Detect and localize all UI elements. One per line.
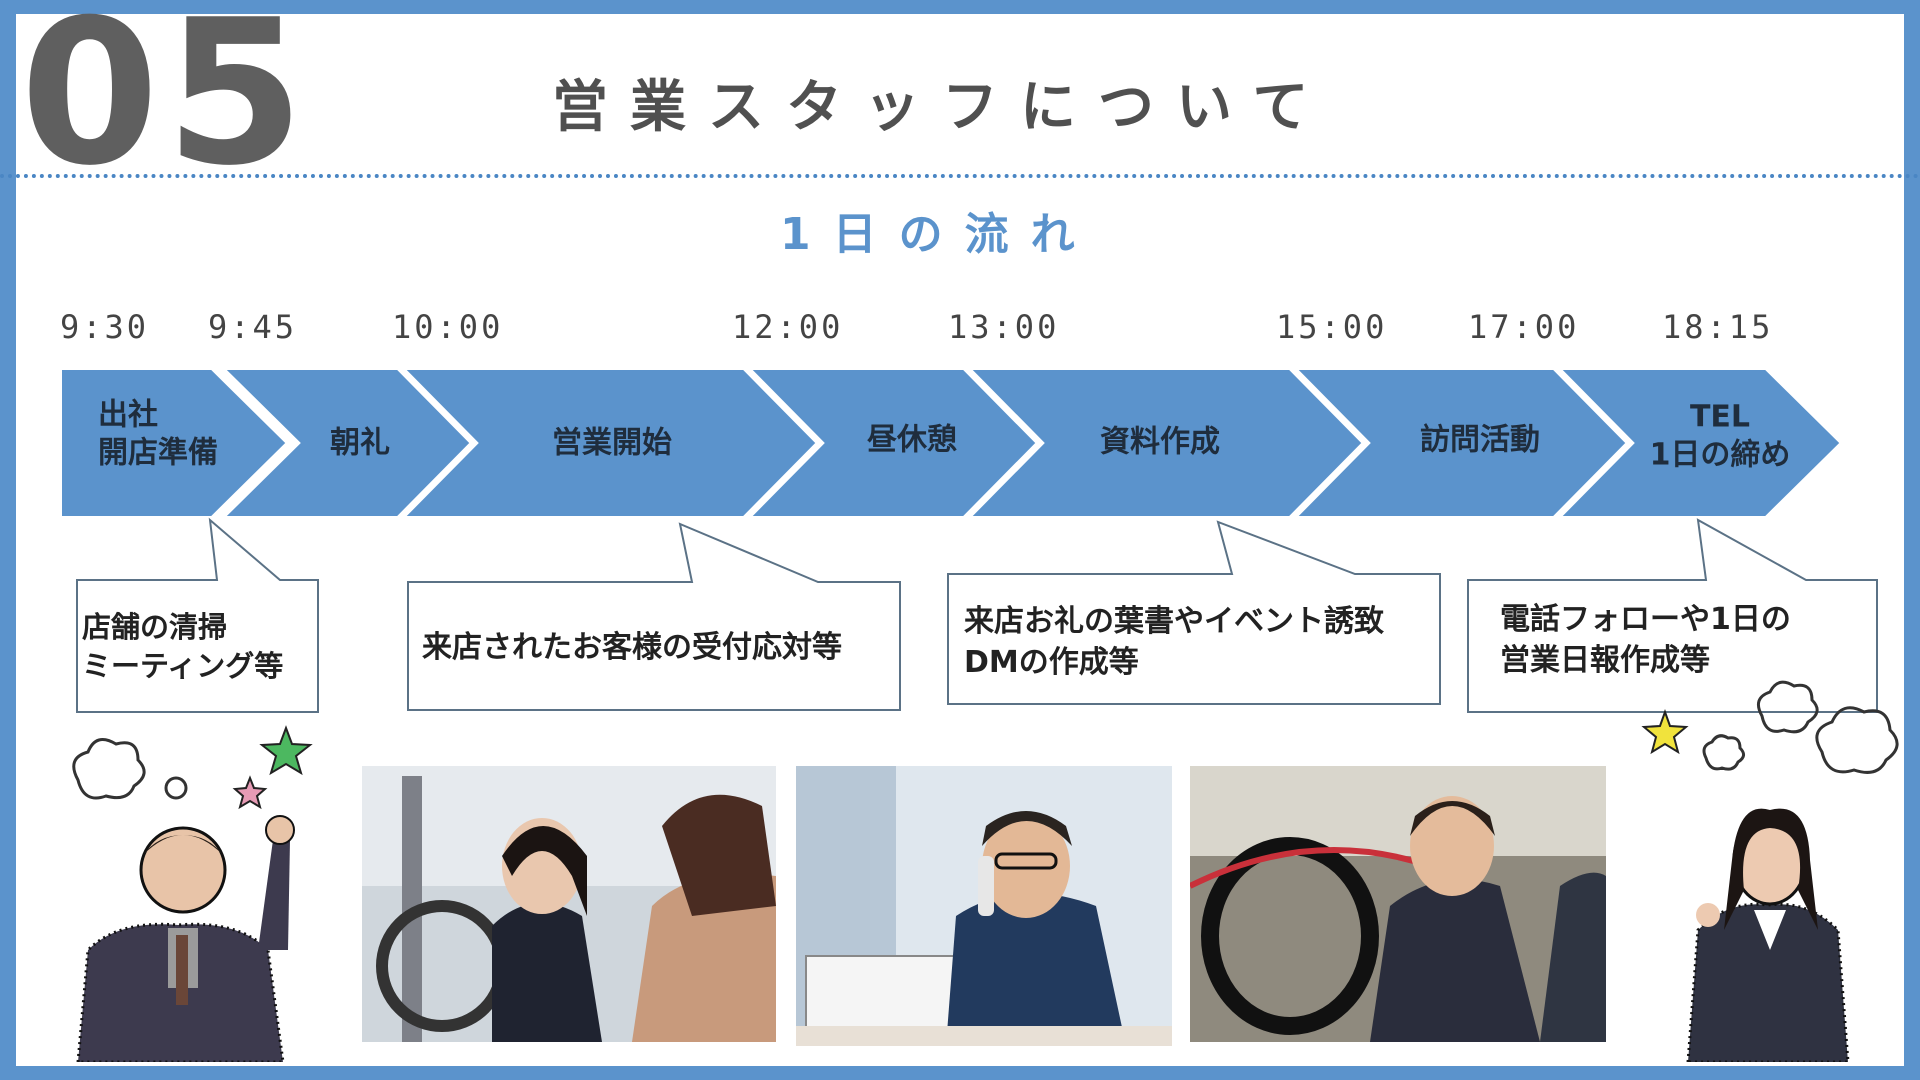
time-label: 15:00 [1276, 308, 1388, 346]
section-subtitle: 1日の流れ [780, 209, 1097, 260]
staff-reception-photo [362, 766, 776, 1042]
step-arrow-1 [58, 366, 291, 520]
callout-box-2 [407, 522, 901, 711]
page-title: 営業スタッフについて [552, 75, 1331, 140]
callout-text-4: 電話フォローや1日の営業日報作成等 [1500, 602, 1791, 678]
step-label-4: 昼休憩 [867, 422, 957, 458]
step-arrow-6 [1289, 366, 1631, 520]
section-number: 05 [20, 0, 311, 210]
step-arrow-7 [1553, 366, 1845, 520]
staff-female-icon [1668, 790, 1868, 1062]
callout-box-3 [947, 520, 1441, 705]
dotted-divider [0, 174, 1920, 178]
callout-box-4 [1467, 518, 1878, 713]
step-label-1: 出社開店準備 [98, 397, 218, 471]
time-label: 12:00 [732, 308, 844, 346]
step-arrow-4 [743, 366, 1041, 520]
staff-phone-photo [796, 766, 1172, 1046]
step-label-6: 訪問活動 [1420, 422, 1540, 458]
time-label: 10:00 [392, 308, 504, 346]
star-icon [1641, 709, 1689, 755]
staff-male-pointing-icon [58, 800, 320, 1062]
time-label: 13:00 [948, 308, 1060, 346]
callout-text-2: 来店されたお客様の受付応対等 [422, 630, 842, 665]
step-arrow-2 [217, 366, 475, 520]
step-label-2: 朝礼 [330, 425, 390, 461]
step-arrow-5 [963, 366, 1367, 520]
time-label: 9:45 [208, 308, 298, 346]
callout-box-1 [76, 517, 319, 713]
staff-car-photo [1190, 766, 1606, 1042]
cloud-icon [1815, 706, 1899, 774]
time-label: 9:30 [60, 308, 150, 346]
callout-text-1: 店舗の清掃ミーティング等 [82, 610, 284, 684]
star-icon [232, 775, 268, 810]
time-label: 18:15 [1662, 308, 1774, 346]
step-arrow-3 [397, 366, 821, 520]
cloud-icon [1702, 734, 1745, 771]
step-label-3: 営業開始 [552, 425, 672, 461]
time-label: 17:00 [1468, 308, 1580, 346]
cloud-icon [72, 738, 146, 800]
cloud-icon [164, 776, 188, 800]
star-icon [259, 725, 313, 776]
cloud-icon [1756, 680, 1819, 734]
step-label-5: 資料作成 [1100, 424, 1220, 460]
